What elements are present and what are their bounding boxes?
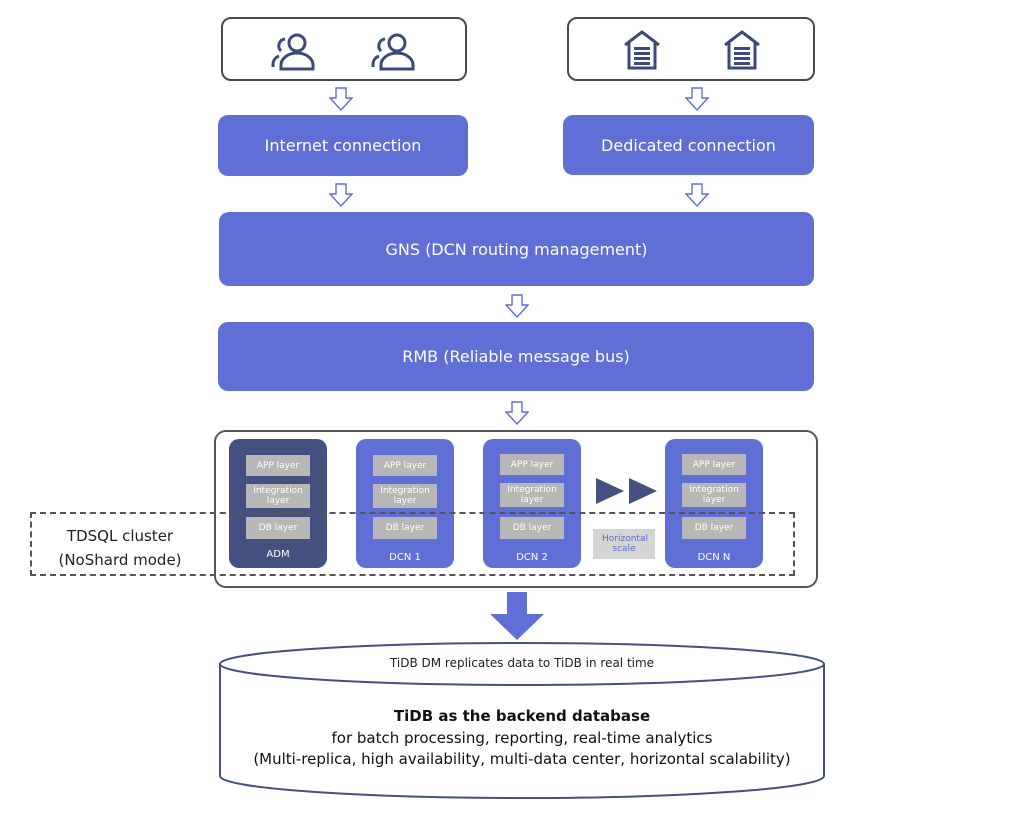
buildings-source-box bbox=[567, 17, 815, 81]
down-arrow-icon bbox=[329, 87, 353, 111]
layer-box: DB layer bbox=[246, 517, 310, 539]
down-arrow-icon bbox=[329, 183, 353, 207]
database-cylinder-icon bbox=[219, 642, 825, 799]
dedicated-connection-label: Dedicated connection bbox=[601, 135, 776, 155]
database-title: TiDB as the backend database bbox=[393, 707, 651, 725]
play-arrow-icon bbox=[596, 478, 624, 504]
down-arrow-icon bbox=[685, 183, 709, 207]
adm-column: APP layer Integration layer DB layer ADM bbox=[229, 439, 327, 568]
tdsql-dashed-region bbox=[30, 512, 795, 576]
gns-box: GNS (DCN routing management) bbox=[219, 212, 814, 286]
column-label: DCN 2 bbox=[516, 552, 548, 563]
horizontal-scale-label: Horizontal scale bbox=[602, 534, 648, 554]
down-arrow-icon bbox=[505, 401, 529, 425]
layer-box: DB layer bbox=[682, 517, 746, 539]
layer-box: Integration layer bbox=[373, 484, 437, 508]
layer-box: Integration layer bbox=[682, 483, 746, 507]
big-down-arrow-icon bbox=[490, 592, 544, 640]
layer-box: APP layer bbox=[500, 454, 564, 475]
internet-connection-label: Internet connection bbox=[264, 136, 422, 155]
users-source-box bbox=[221, 17, 467, 81]
rmb-label: RMB (Reliable message bus) bbox=[402, 347, 630, 366]
internet-connection-box: Internet connection bbox=[218, 115, 468, 176]
layer-box: APP layer bbox=[246, 455, 310, 476]
layer-box: APP layer bbox=[373, 455, 437, 476]
layer-box: APP layer bbox=[682, 454, 746, 475]
building-icon bbox=[624, 30, 660, 70]
building-icon bbox=[724, 30, 760, 70]
tdsql-cluster-label-line2: (NoShard mode) bbox=[58, 551, 182, 569]
down-arrow-icon bbox=[505, 294, 529, 318]
column-label: DCN 1 bbox=[389, 552, 421, 563]
layer-box: Integration layer bbox=[246, 484, 310, 508]
layer-box: Integration layer bbox=[500, 483, 564, 507]
gns-label: GNS (DCN routing management) bbox=[385, 239, 648, 259]
database-line1: for batch processing, reporting, real-ti… bbox=[331, 729, 713, 747]
rmb-box: RMB (Reliable message bus) bbox=[218, 322, 814, 391]
column-label: DCN N bbox=[697, 552, 731, 563]
users-icon bbox=[371, 33, 415, 71]
layer-box: DB layer bbox=[373, 517, 437, 539]
dcn-column: APP layer Integration layer DB layer DCN… bbox=[665, 439, 763, 568]
layer-box: DB layer bbox=[500, 517, 564, 539]
tdsql-cluster-label-line1: TDSQL cluster bbox=[66, 527, 174, 545]
dcn-column: APP layer Integration layer DB layer DCN… bbox=[483, 439, 581, 568]
dcn-column: APP layer Integration layer DB layer DCN… bbox=[356, 439, 454, 568]
dedicated-connection-box: Dedicated connection bbox=[563, 115, 814, 175]
down-arrow-icon bbox=[685, 87, 709, 111]
database-line2: (Multi-replica, high availability, multi… bbox=[253, 750, 791, 768]
database-top-text: TiDB DM replicates data to TiDB in real … bbox=[389, 656, 655, 670]
tdsql-cluster-box bbox=[214, 430, 818, 588]
column-label: ADM bbox=[266, 549, 290, 560]
users-icon bbox=[271, 33, 315, 71]
tdsql-cluster-label: TDSQL cluster (NoShard mode) bbox=[40, 524, 200, 572]
horizontal-scale-box: Horizontal scale bbox=[593, 529, 655, 559]
play-arrow-icon bbox=[629, 478, 657, 504]
